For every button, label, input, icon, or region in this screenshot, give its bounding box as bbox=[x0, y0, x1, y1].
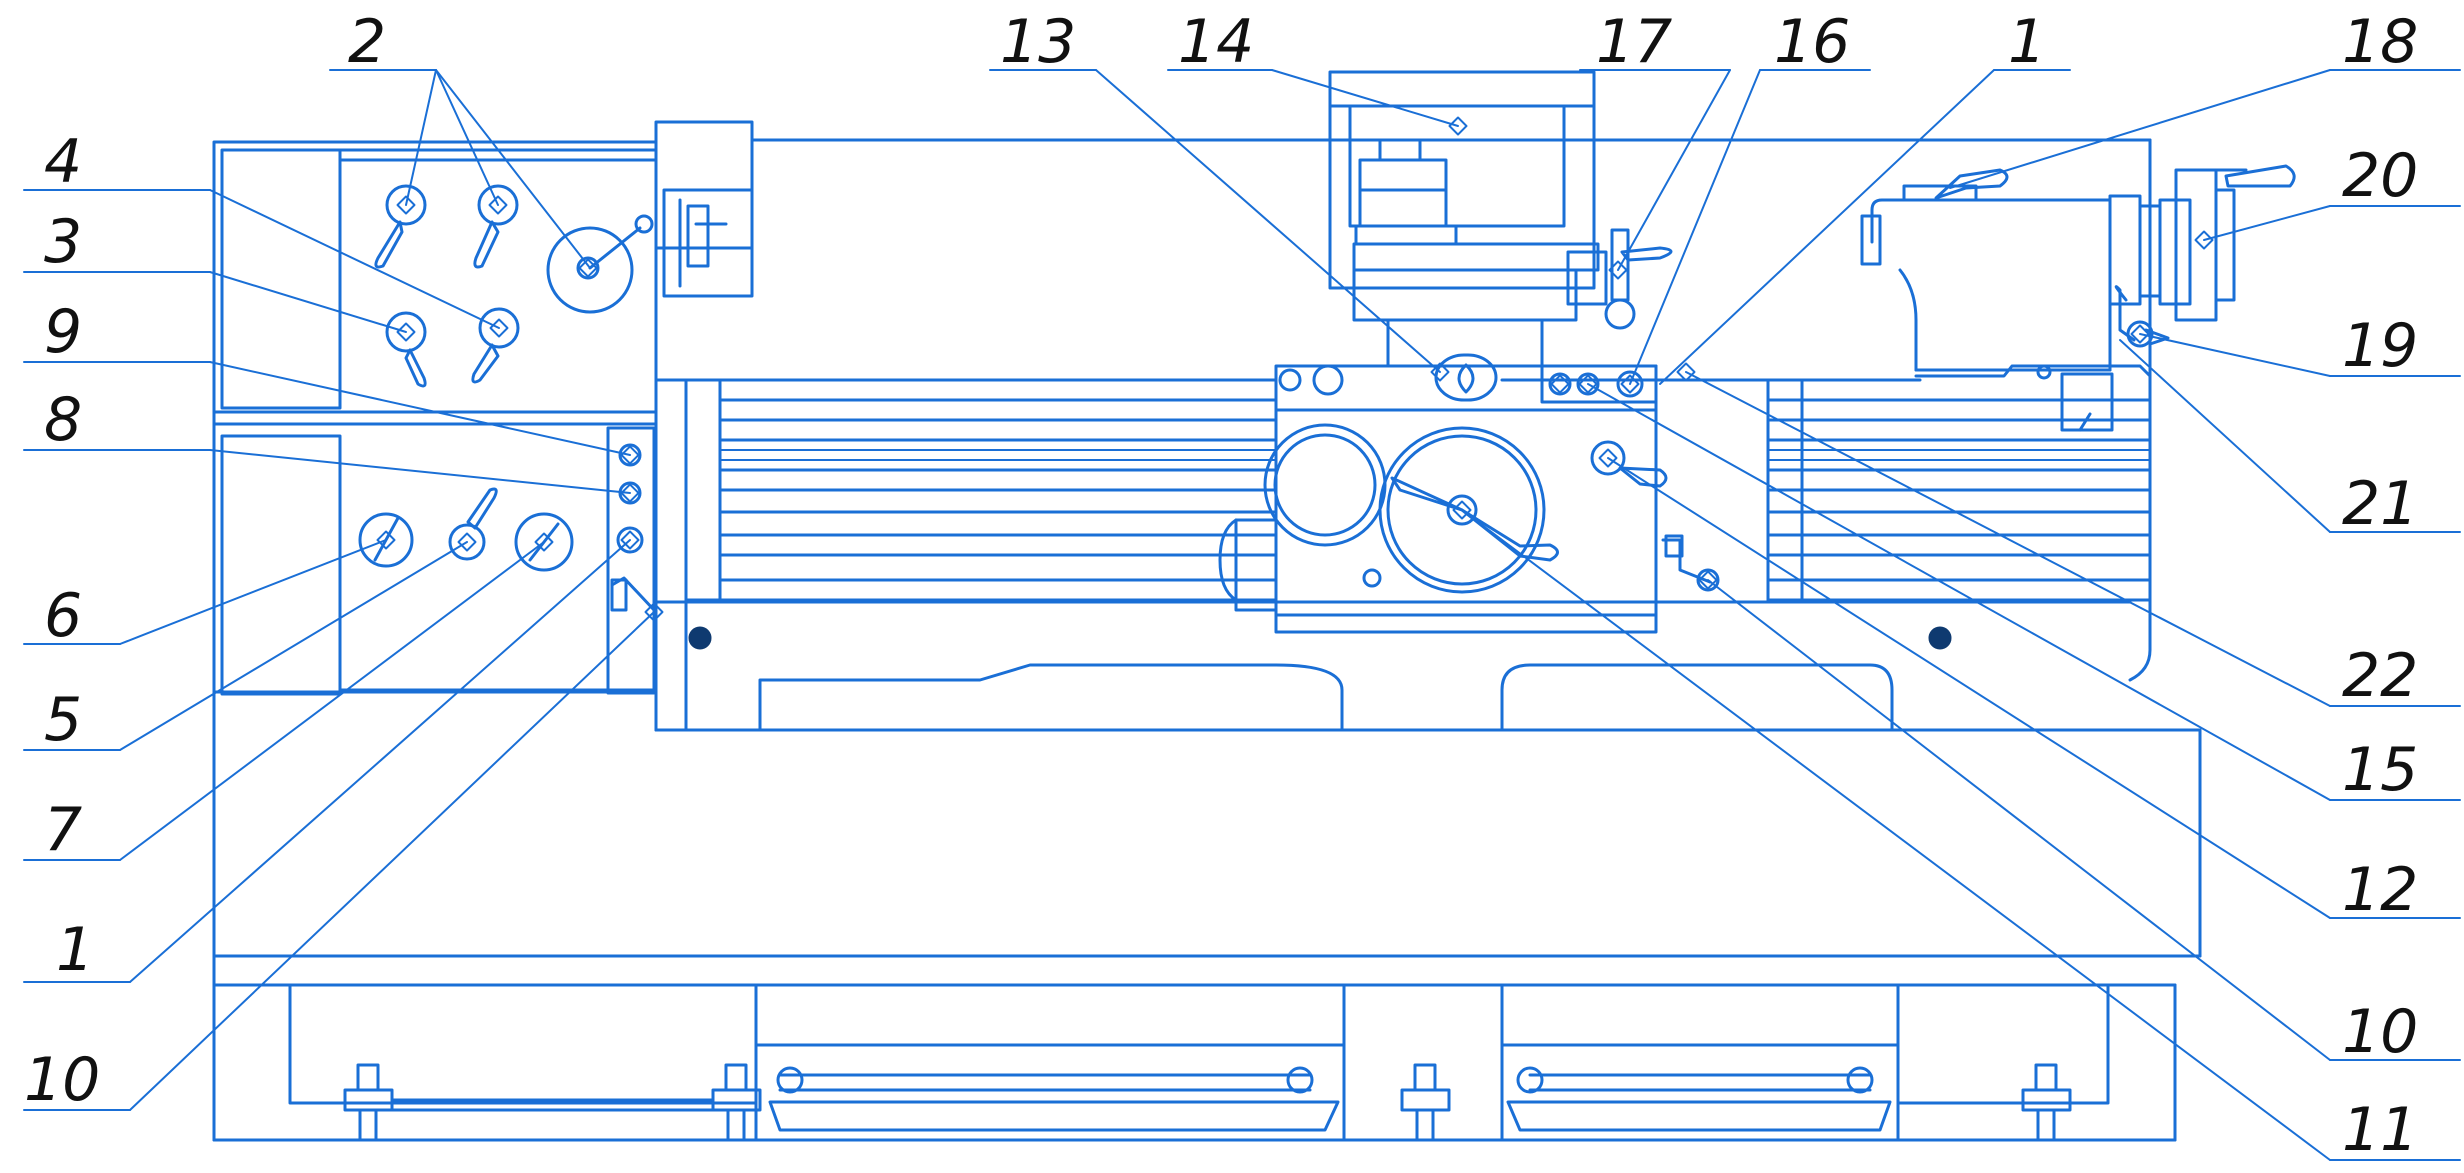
spindle-chuck bbox=[654, 120, 754, 298]
control-symbol-8 bbox=[620, 445, 640, 465]
callout-20: 20 bbox=[2342, 141, 2418, 211]
callout-21: 21 bbox=[2342, 469, 2418, 539]
leader-line-c16-0 bbox=[1629, 69, 1761, 385]
callout-15: 15 bbox=[2342, 735, 2418, 805]
callout-4: 4 bbox=[44, 127, 82, 197]
leader-line-c12-0 bbox=[1607, 457, 2331, 919]
leader-line-c17-0 bbox=[1617, 69, 1731, 271]
callout-6: 6 bbox=[44, 581, 82, 651]
control-symbol-4 bbox=[578, 258, 598, 278]
callout-22: 22 bbox=[2342, 641, 2418, 711]
leader-line-c19-0 bbox=[2139, 333, 2331, 377]
callout-5: 5 bbox=[44, 685, 82, 755]
leader-line-c15-0 bbox=[1587, 383, 2331, 801]
control-symbol-23 bbox=[2130, 324, 2150, 344]
leader-line-c10L-0 bbox=[129, 611, 655, 1111]
control-symbol-17 bbox=[1620, 374, 1640, 394]
leader-line-c2-2 bbox=[435, 69, 591, 269]
callout-13: 13 bbox=[1000, 7, 1076, 77]
leader-line-c2-0 bbox=[405, 69, 437, 206]
leader-line-c9-0 bbox=[209, 361, 631, 456]
headstock bbox=[212, 140, 658, 696]
base-cabinet bbox=[212, 690, 2202, 1142]
control-symbol-3 bbox=[489, 318, 509, 338]
control-symbol-16 bbox=[1578, 374, 1598, 394]
leader-line-c21-0 bbox=[2119, 339, 2331, 533]
leader-line-c14-0 bbox=[1271, 69, 1459, 127]
leader-line-c2-1 bbox=[435, 69, 499, 206]
lathe-machine bbox=[212, 70, 2296, 1142]
callout-17: 17 bbox=[1596, 7, 1672, 77]
callout-11: 11 bbox=[2342, 1095, 2418, 1165]
callout-3: 3 bbox=[44, 207, 82, 277]
control-symbol-1 bbox=[488, 195, 508, 215]
callout-16: 16 bbox=[1774, 7, 1850, 77]
control-symbol-2 bbox=[396, 322, 416, 342]
control-symbol-15 bbox=[1550, 374, 1570, 394]
plug-right bbox=[1928, 626, 1952, 650]
control-symbol-19 bbox=[1598, 448, 1618, 468]
control-symbol-14 bbox=[1608, 260, 1628, 280]
tool-post bbox=[1328, 70, 1673, 330]
control-symbol-5 bbox=[376, 530, 396, 550]
leader-line-c7-0 bbox=[119, 541, 545, 861]
leader-line-c10R-0 bbox=[1707, 579, 2331, 1061]
callout-2: 2 bbox=[348, 7, 386, 77]
callout-numbers: 2 4 3 9 8 6 5 7 1 10 13 14 17 16 1 18 20… bbox=[24, 7, 2418, 1165]
control-symbol-6 bbox=[457, 532, 477, 552]
callout-14: 14 bbox=[1178, 7, 1254, 77]
leader-line-c5-0 bbox=[119, 541, 468, 751]
carriage-apron bbox=[1218, 268, 1720, 634]
leader-line-c18-0 bbox=[1949, 69, 2331, 189]
leader-line-c4-0 bbox=[209, 189, 500, 329]
leader-line-c22-0 bbox=[1685, 371, 2331, 707]
lathe-bed bbox=[654, 138, 2152, 732]
control-symbol-9 bbox=[620, 483, 640, 503]
callout-10-right: 10 bbox=[2342, 997, 2418, 1067]
callout-19: 19 bbox=[2342, 311, 2418, 381]
leader-line-c8-0 bbox=[209, 449, 631, 494]
leader-line-c11-0 bbox=[1461, 509, 2331, 1161]
control-symbol-0 bbox=[396, 195, 416, 215]
callout-12: 12 bbox=[2342, 855, 2418, 925]
callout-7: 7 bbox=[44, 795, 82, 865]
callout-leader-lines bbox=[23, 69, 2461, 1161]
control-symbol-22 bbox=[2194, 230, 2214, 250]
plug-left bbox=[688, 626, 712, 650]
callout-10-left: 10 bbox=[24, 1045, 100, 1115]
tailstock bbox=[1860, 164, 2296, 432]
leader-line-c1R-0 bbox=[1659, 69, 1995, 385]
callout-1-left: 1 bbox=[56, 915, 94, 985]
speed-levers bbox=[374, 184, 654, 388]
callout-9: 9 bbox=[44, 297, 82, 367]
leader-line-c1L-0 bbox=[129, 539, 631, 983]
feed-box-controls bbox=[358, 443, 656, 612]
leader-line-c3-0 bbox=[209, 271, 407, 333]
control-symbol-18 bbox=[1676, 362, 1696, 382]
leader-line-c6-0 bbox=[119, 539, 387, 645]
leader-line-c13-0 bbox=[1095, 69, 1441, 373]
control-symbol-13 bbox=[1448, 116, 1468, 136]
callout-18: 18 bbox=[2342, 7, 2418, 77]
callout-1-right: 1 bbox=[2008, 7, 2046, 77]
leader-line-c20-0 bbox=[2203, 205, 2331, 241]
callout-8: 8 bbox=[44, 385, 82, 455]
